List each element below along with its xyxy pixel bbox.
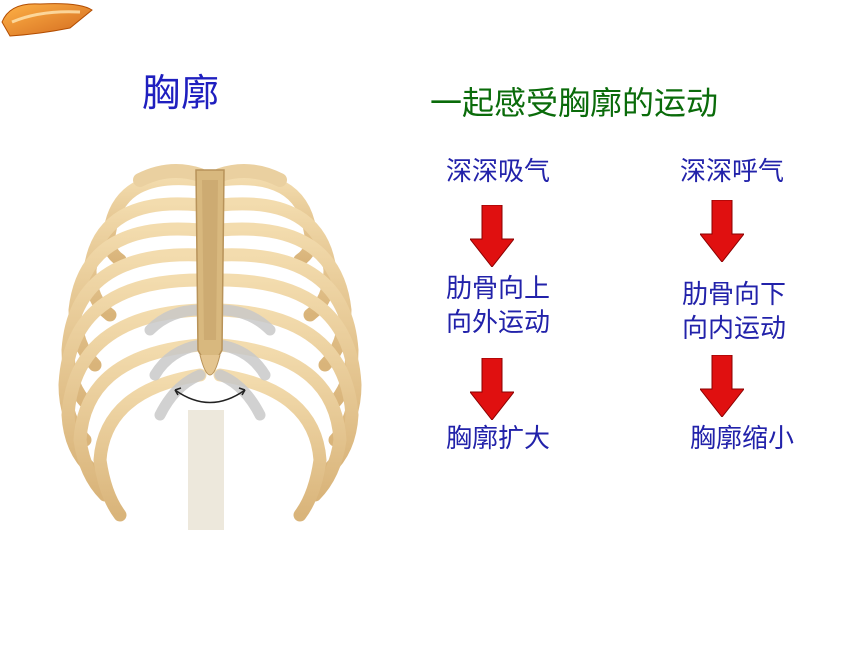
down-arrow-icon (700, 200, 744, 262)
exhale-result: 胸廓缩小 (689, 424, 794, 454)
inhale-rib-motion-line2: 向外运动 (445, 308, 550, 338)
inhale-rib-motion: 肋骨向上 向外运动 (428, 272, 568, 340)
corner-badge-icon (1, 3, 93, 37)
down-arrow-icon (700, 355, 744, 417)
page-subtitle: 一起感受胸廓的运动 (430, 84, 719, 122)
exhale-label: 深深呼气 (679, 157, 784, 187)
down-arrow-icon (470, 358, 514, 420)
exhale-rib-motion-line2: 向内运动 (681, 314, 786, 344)
inhale-result: 胸廓扩大 (445, 424, 550, 454)
exhale-rib-motion-line1: 肋骨向下 (681, 280, 786, 310)
page-title: 胸廓 (142, 71, 221, 115)
inhale-rib-motion-line1: 肋骨向上 (445, 274, 550, 304)
ribcage-illustration (58, 164, 362, 530)
down-arrow-icon (470, 205, 514, 267)
exhale-rib-motion: 肋骨向下 向内运动 (664, 278, 804, 346)
inhale-label: 深深吸气 (445, 157, 550, 187)
